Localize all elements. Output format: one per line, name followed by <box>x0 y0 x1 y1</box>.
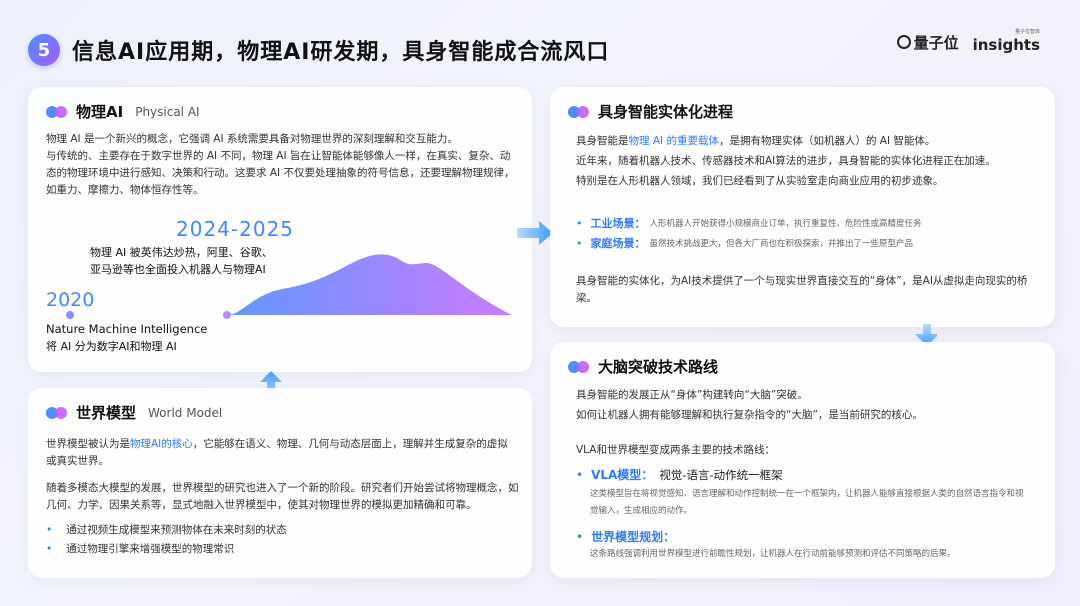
insights-logo-small: 量子位智库 <box>1014 29 1040 35</box>
physical-ai-intro: 物理 AI 是一个新兴的概念，它强调 AI 系统需要具备对物理世界的深刻理解和交… <box>46 133 458 145</box>
physical-ai-subtitle: Physical AI <box>135 104 200 119</box>
timeline-note-late-1: 物理 AI 被英伟达炒热，阿里、谷歌、 <box>90 246 273 259</box>
arrow-down-icon <box>915 324 937 346</box>
bullet-dot: • <box>576 236 583 250</box>
brain-routes-intro: VLA和世界模型变成两条主要的技术路线： <box>576 444 775 456</box>
section-number-badge: 5 <box>28 34 60 66</box>
embodied-highlight: 物理 AI 的重要载体 <box>628 135 719 147</box>
timeline-point-2024 <box>223 311 231 319</box>
timeline-year-late: 2024-2025 <box>176 217 295 241</box>
physical-ai-description: 与传统的、主要存在于数字世界的 AI 不同，物理 AI 旨在让智能体能够像人一样… <box>46 150 515 196</box>
bullet-text: 虽然技术挑战更大，但各大厂商也在积极探索，并推出了一些原型产品 <box>649 239 914 249</box>
world-model-card: 世界模型 World Model 世界模型被认为是物理AI的核心，它能够在语义、… <box>28 388 532 578</box>
route-label: VLA模型： <box>591 468 654 482</box>
world-model-description: 随着多模态大模型的发展，世界模型的研究也进入了一个新的阶段。研究者们开始尝试将物… <box>46 482 519 511</box>
arrow-right-icon <box>517 221 553 245</box>
world-model-subtitle: World Model <box>148 405 223 420</box>
embodied-bullet-home: • 家庭场景： 虽然技术挑战更大，但各大厂商也在积极探索，并推出了一些原型产品 <box>576 235 913 251</box>
world-model-heading: 世界模型 World Model <box>46 402 222 423</box>
insights-logo-text: insights <box>972 36 1040 54</box>
world-model-intro-text-end: ，它能够在语义、物理、几何与动态层面上，理解并生成复杂的虚拟或真实世界。 <box>46 438 508 467</box>
insights-logo: 量子位智库 insights <box>972 29 1040 54</box>
bullet-label: 工业场景： <box>590 217 646 230</box>
bullet-dot: • <box>576 529 584 544</box>
qbitai-logo-text: 量子位 <box>913 33 959 52</box>
physical-ai-title: 物理AI <box>76 103 124 121</box>
brain-heading: 大脑突破技术路线 <box>568 356 718 377</box>
route-world-model-desc: 这条路线强调利用世界模型进行前瞻性规划，让机器人在行动前能够预测和评估不同策略的… <box>590 549 956 559</box>
embodied-bullet-industrial: • 工业场景： 人形机器人开始获得小规模商业订单，执行重复性、危险性或高精度任务 <box>576 215 922 231</box>
brain-core: 如何让机器人拥有能够理解和执行复杂指令的“大脑”，是当前研究的核心。 <box>576 409 923 421</box>
bullet-text: 人形机器人开始获得小规模商业订单，执行重复性、危险性或高精度任务 <box>649 219 922 229</box>
physical-ai-card: 物理AI Physical AI 物理 AI 是一个新兴的概念，它强调 AI 系… <box>28 87 532 372</box>
route-label: 世界模型规划： <box>591 530 676 544</box>
embodied-intro-text: 具身智能是 <box>576 135 629 147</box>
bullet-dot: • <box>576 467 584 482</box>
world-model-title: 世界模型 <box>76 404 137 422</box>
embodied-intelligence-card: 具身智能实体化进程 具身智能是物理 AI 的重要载体，是拥有物理实体（如机器人）… <box>550 87 1055 327</box>
route-subtitle: 视觉-语言-动作统一框架 <box>659 467 783 482</box>
dots-icon <box>46 105 68 118</box>
embodied-intro: 具身智能是物理 AI 的重要载体，是拥有物理实体（如机器人）的 AI 智能体。 <box>576 133 1046 150</box>
timeline-year-early: 2020 <box>46 289 95 311</box>
route-vla: • VLA模型： 视觉-语言-动作统一框架 <box>576 466 783 483</box>
embodied-intro-text-end: ，是拥有物理实体（如机器人）的 AI 智能体。 <box>718 135 936 147</box>
dots-icon <box>568 360 590 373</box>
world-model-intro-text: 世界模型被认为是 <box>46 438 130 450</box>
embodied-title: 具身智能实体化进程 <box>598 103 734 121</box>
brand-logos: 量子位 量子位智库 insights <box>896 29 1040 54</box>
brain-title: 大脑突破技术路线 <box>598 358 719 376</box>
world-model-bullet-2: • 通过物理引擎来增强模型的物理常识 <box>46 541 234 558</box>
timeline-note-late-2: 亚马逊等也全面投入机器人与物理AI <box>90 263 266 276</box>
embodied-conclusion: 具身智能的实体化，为AI技术提供了一个与现实世界直接交互的“身体”，是AI从虚拟… <box>576 275 1028 304</box>
dots-icon <box>568 105 590 118</box>
bullet-dot: • <box>46 543 53 555</box>
world-model-intro: 世界模型被认为是物理AI的核心，它能够在语义、物理、几何与动态层面上，理解并生成… <box>46 436 516 470</box>
world-model-highlight: 物理AI的核心 <box>130 438 193 450</box>
qbitai-logo: 量子位 <box>896 32 959 53</box>
embodied-heading: 具身智能实体化进程 <box>568 101 733 122</box>
timeline-mountain-graphic <box>48 254 517 319</box>
page-header: 5 信息AI应用期，物理AI研发期，具身智能成合流风口 <box>28 30 609 70</box>
world-model-bullet-1: • 通过视频生成模型来预测物体在未来时刻的状态 <box>46 522 287 539</box>
page-title: 信息AI应用期，物理AI研发期，具身智能成合流风口 <box>72 40 610 65</box>
physical-ai-heading: 物理AI Physical AI <box>46 101 200 122</box>
timeline-note-early-2: 将 AI 分为数字AI和物理 AI <box>46 340 177 353</box>
qbitai-circle-icon <box>896 35 911 49</box>
timeline-point-2020 <box>66 311 74 319</box>
bullet-text: 通过物理引擎来增强模型的物理常识 <box>66 543 235 555</box>
route-world-model: • 世界模型规划： <box>576 528 675 545</box>
bullet-dot: • <box>46 524 53 536</box>
route-vla-desc: 这类模型旨在将视觉感知、语言理解和动作控制统一在一个框架内，让机器人能够直接根据… <box>590 489 1024 516</box>
dots-icon <box>46 406 68 419</box>
arrow-up-icon <box>260 371 282 393</box>
bullet-label: 家庭场景： <box>590 237 646 250</box>
timeline-note-early-1: Nature Machine Intelligence <box>46 322 208 336</box>
brain-breakthrough-card: 大脑突破技术路线 具身智能的发展正从“身体”构建转向“大脑”突破。 如何让机器人… <box>550 342 1055 578</box>
bullet-dot: • <box>576 216 583 230</box>
bullet-text: 通过视频生成模型来预测物体在未来时刻的状态 <box>66 524 287 536</box>
embodied-humanoid: 特别是在人形机器人领域，我们已经看到了从实验室走向商业应用的初步迹象。 <box>576 175 944 187</box>
brain-intro: 具身智能的发展正从“身体”构建转向“大脑”突破。 <box>576 389 808 401</box>
embodied-progress: 近年来，随着机器人技术、传感器技术和AI算法的进步，具身智能的实体化进程正在加速… <box>576 155 996 167</box>
